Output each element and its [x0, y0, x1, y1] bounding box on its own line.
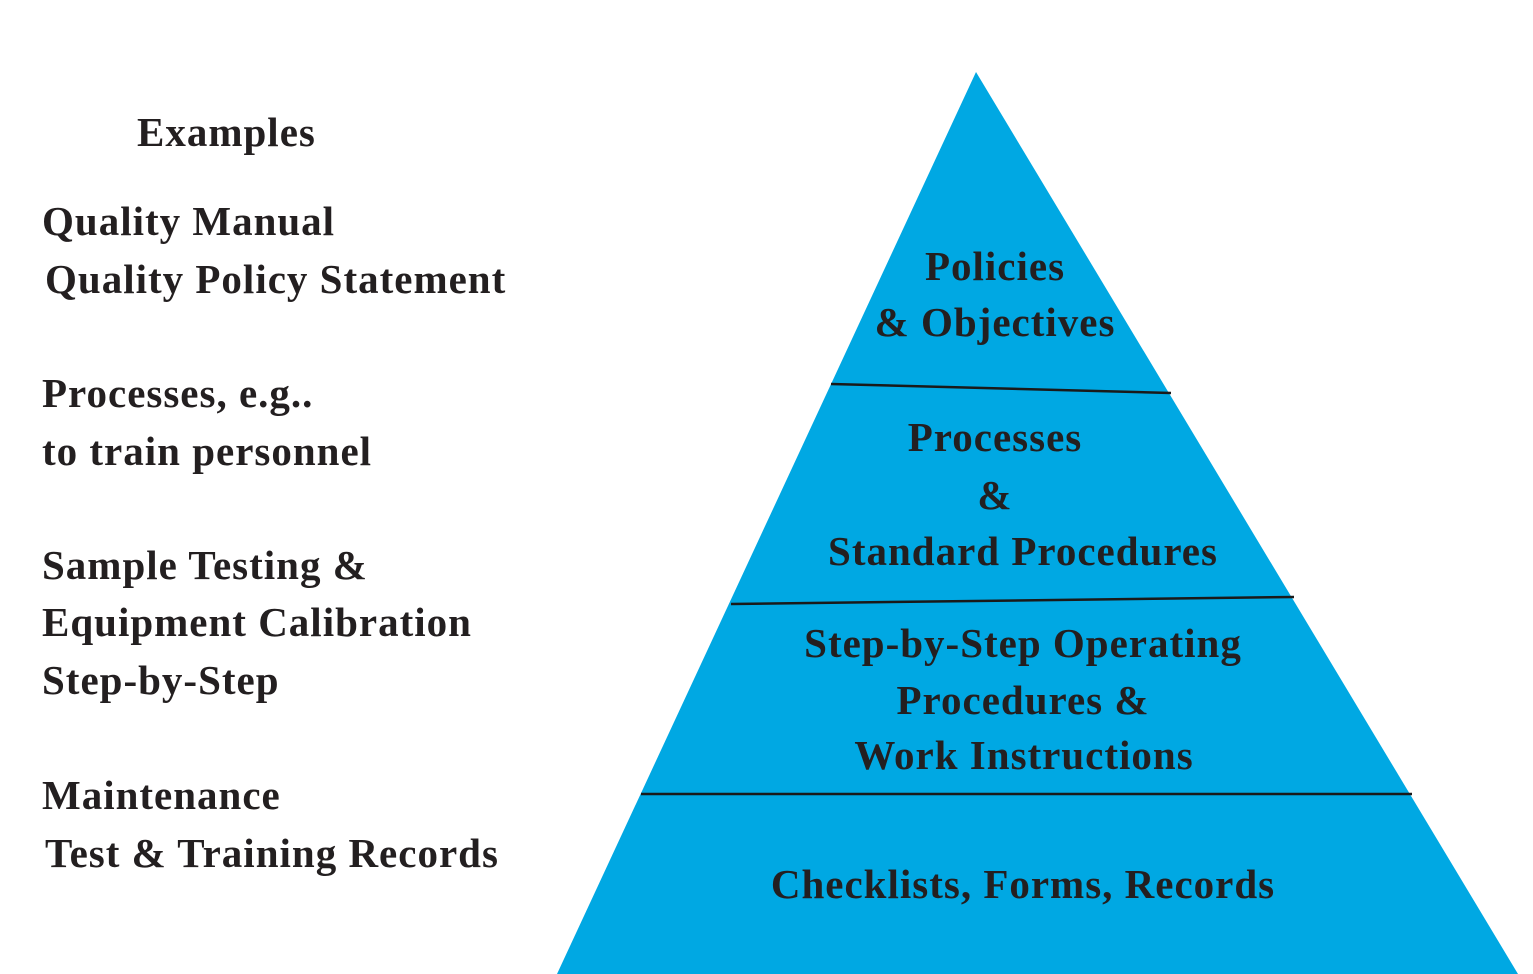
level-2-label: &	[977, 472, 1013, 518]
example-processes: Processes, e.g..	[42, 370, 314, 416]
divider-line-2	[730, 595, 1295, 606]
level-2-label: Processes	[907, 414, 1083, 460]
divider-line-1	[830, 382, 1172, 395]
level-4-label: Checklists, Forms, Records	[770, 861, 1276, 907]
pyramid-shape	[557, 72, 1518, 974]
example-quality-policy: Quality Policy Statement	[45, 256, 507, 302]
level-1-label: & Objectives	[874, 299, 1116, 345]
level-3-label: Procedures &	[896, 677, 1150, 723]
example-records: Test & Training Records	[45, 830, 499, 876]
examples-heading: Examples	[137, 109, 316, 155]
level-2-label: Standard Procedures	[828, 528, 1218, 574]
example-step-by-step: Step-by-Step	[42, 657, 280, 703]
level-3-label: Work Instructions	[854, 732, 1194, 778]
example-maintenance: Maintenance	[42, 772, 281, 818]
example-quality-manual: Quality Manual	[42, 198, 336, 244]
example-sample-testing: Sample Testing &	[42, 542, 368, 588]
example-train-personnel: to train personnel	[42, 428, 373, 474]
level-1-label: Policies	[924, 243, 1066, 289]
example-equipment-calibration: Equipment Calibration	[42, 599, 472, 645]
level-3-label: Step-by-Step Operating	[804, 620, 1242, 666]
